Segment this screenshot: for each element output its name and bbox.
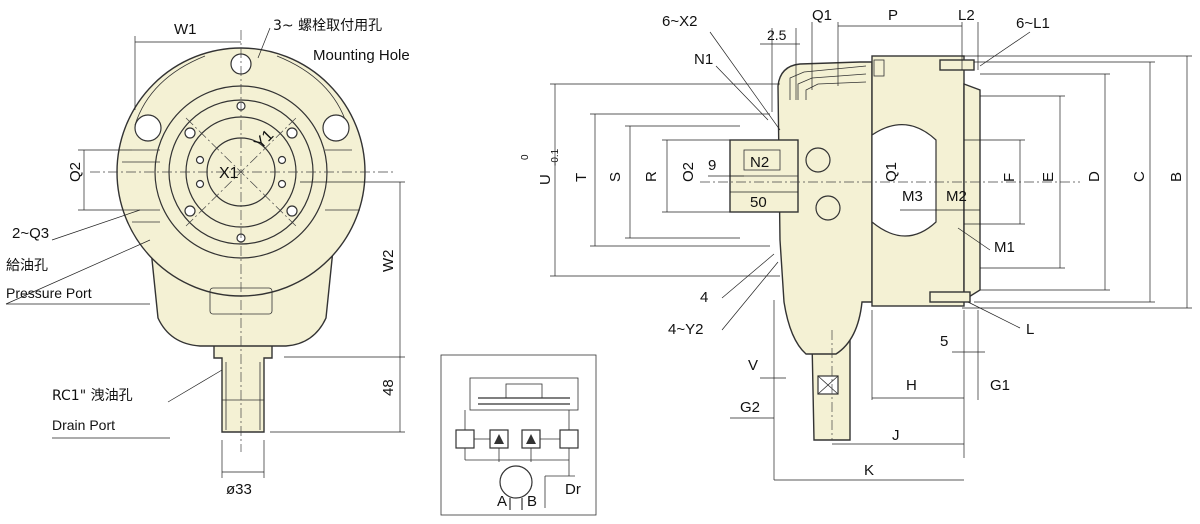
label-v: V — [748, 357, 758, 374]
label-u: U — [537, 174, 554, 185]
label-dim-d33: ø33 — [226, 481, 252, 498]
label-n2: N2 — [750, 154, 769, 171]
label-drain-port-cn: RC1" 洩油孔 — [52, 388, 133, 404]
label-dim-5: 5 — [940, 333, 948, 350]
label-b: B — [1168, 172, 1185, 182]
front-view — [5, 27, 405, 478]
label-h: H — [906, 377, 917, 394]
label-dim-9: 9 — [708, 157, 716, 174]
label-j: J — [892, 427, 900, 444]
label-e: E — [1040, 172, 1057, 182]
labels: W1 3~ 螺栓取付用孔 Mounting Hole Q2 2~Q3 給油孔 P… — [6, 7, 1185, 510]
label-dim-4: 4 — [700, 289, 708, 306]
label-dim-50: 50 — [750, 194, 767, 211]
label-x2: 6~X2 — [662, 13, 697, 30]
label-q3: 2~Q3 — [12, 225, 49, 242]
label-m3: M3 — [902, 188, 923, 205]
label-l: L — [1026, 321, 1034, 338]
label-g2: G2 — [740, 399, 760, 416]
label-m2: M2 — [946, 188, 967, 205]
label-g1: G1 — [990, 377, 1010, 394]
label-pressure-port-cn: 給油孔 — [6, 258, 48, 274]
label-q1-side: Q1 — [883, 162, 900, 182]
label-s: S — [607, 172, 624, 182]
label-o2: O2 — [680, 162, 697, 182]
label-n1: N1 — [694, 51, 713, 68]
label-y2: 4~Y2 — [668, 321, 703, 338]
label-u-sub: -0.1 — [550, 148, 561, 166]
label-f: F — [1001, 173, 1018, 182]
label-q2: Q2 — [67, 162, 84, 182]
label-u-sup: 0 — [520, 154, 531, 160]
label-w1: W1 — [174, 21, 197, 38]
label-p: P — [888, 7, 898, 24]
label-x1: X1 — [219, 165, 239, 182]
label-a: A — [497, 493, 507, 510]
label-l2: L2 — [958, 7, 975, 24]
label-mounting-hole-cn: 3~ 螺栓取付用孔 — [273, 18, 382, 34]
label-c: C — [1131, 171, 1148, 182]
hydraulic-schematic — [440, 354, 597, 516]
label-w2: W2 — [380, 250, 397, 273]
label-pressure-port-en: Pressure Port — [6, 285, 92, 301]
label-b-port: B — [527, 493, 537, 510]
side-view — [550, 22, 1192, 481]
label-mounting-hole-en: Mounting Hole — [313, 47, 410, 64]
label-l1: 6~L1 — [1016, 15, 1050, 32]
label-q1-top: Q1 — [812, 7, 832, 24]
label-t: T — [573, 173, 590, 182]
label-dim-2-5: 2.5 — [767, 27, 787, 43]
label-dim-48: 48 — [380, 379, 397, 396]
label-dr: Dr — [565, 481, 581, 498]
label-m1: M1 — [994, 239, 1015, 256]
label-r: R — [643, 171, 660, 182]
label-d: D — [1086, 171, 1103, 182]
label-drain-port-en: Drain Port — [52, 417, 115, 433]
label-k: K — [864, 462, 874, 479]
